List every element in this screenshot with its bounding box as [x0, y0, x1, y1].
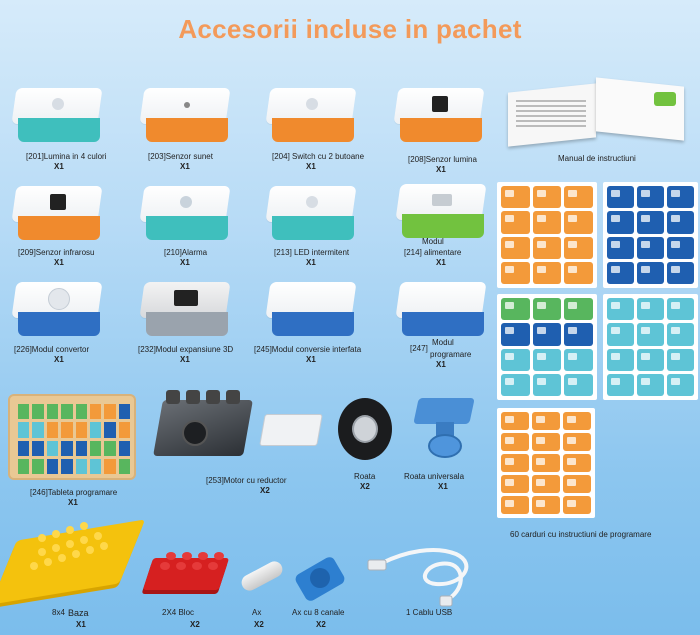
gear-axle-qty: X2 [316, 620, 326, 629]
gear-axle-label: Ax cu 8 canale [292, 608, 345, 617]
module-232-image [139, 282, 231, 338]
axle-qty: X2 [254, 620, 264, 629]
module-214-qty: X1 [436, 258, 446, 267]
gear-axle-image [293, 555, 347, 603]
module-209-qty: X1 [54, 258, 64, 267]
module-214-label-a: Modul [422, 237, 444, 246]
module-209-label: [209]Senzor infrarosu [18, 248, 95, 257]
cards-orange-grid [497, 182, 597, 288]
module-247-image [395, 282, 487, 338]
wheel-qty: X2 [360, 482, 370, 491]
module-247-label-a: Modul [432, 338, 454, 347]
module-213-label: [213] LED intermitent [274, 248, 350, 257]
axle-label: Ax [252, 608, 262, 617]
module-232-label: [232]Modul expansiune 3D [138, 345, 234, 354]
base-label: Baza [68, 608, 89, 618]
module-210-label: [210]Alarma [164, 248, 208, 257]
universal-wheel-qty: X1 [438, 482, 448, 491]
module-204-image [265, 88, 357, 144]
cards-blue-grid [603, 182, 698, 288]
module-209-image [11, 186, 103, 242]
page-title: Accesorii incluse in pachet [178, 14, 522, 44]
motor-label: [253]Motor cu reductor [206, 476, 287, 485]
motor-connector-image [259, 414, 323, 446]
module-213-qty: X1 [306, 258, 316, 267]
cards-cyan-grid [603, 294, 698, 400]
brick-label: 2X4 Bloc [162, 608, 195, 617]
wheel-image [338, 398, 392, 460]
cards-mixed-grid [497, 294, 597, 400]
module-201-label: [201]Lumina in 4 culori [26, 152, 107, 161]
manual-label: Manual de instructiuni [558, 154, 636, 163]
module-245-image [265, 282, 357, 338]
base-label-size: 8x4 [52, 608, 65, 617]
tablet-label: [246]Tableta programare [30, 488, 118, 497]
brick-image [142, 546, 232, 596]
usb-label: 1 Cablu USB [406, 608, 453, 617]
module-208-label: [208]Senzor lumina [408, 155, 477, 164]
universal-wheel-image [412, 394, 476, 460]
module-213-image [265, 186, 357, 242]
brick-qty: X2 [190, 620, 200, 629]
module-203-label: [203]Senzor sunet [148, 152, 213, 161]
usb-cable-image [367, 548, 469, 607]
module-214-image [395, 184, 487, 240]
module-201-qty: X1 [54, 162, 64, 171]
module-201-image [11, 88, 103, 144]
cards-and-grid [497, 408, 595, 518]
module-245-label: [245]Modul conversie interfata [254, 345, 362, 354]
module-208-qty: X1 [436, 165, 446, 174]
tablet-qty: X1 [68, 498, 78, 507]
module-226-label: [226]Modul convertor [14, 345, 90, 354]
wheel-label: Roata [354, 472, 376, 481]
module-247-qty: X1 [436, 360, 446, 369]
base-qty: X1 [76, 620, 86, 629]
module-210-qty: X1 [180, 258, 190, 267]
module-204-label: [204] Switch cu 2 butoane [272, 152, 365, 161]
universal-wheel-label: Roata universala [404, 472, 465, 481]
module-226-qty: X1 [54, 355, 64, 364]
programming-tablet-image [8, 394, 136, 480]
axle-image [238, 558, 286, 594]
module-204-qty: X1 [306, 162, 316, 171]
module-214-label-b: [214] alimentare [404, 248, 462, 257]
gear-motor-image [153, 386, 258, 462]
module-247-label-b: [247] [410, 344, 428, 353]
manual-image [508, 77, 684, 147]
module-203-image [139, 88, 231, 144]
module-247-label-c: programare [430, 350, 472, 359]
motor-qty: X2 [260, 486, 270, 495]
cards-label: 60 carduri cu instructiuni de programare [510, 530, 652, 539]
module-226-image [11, 282, 103, 338]
module-232-qty: X1 [180, 355, 190, 364]
module-203-qty: X1 [180, 162, 190, 171]
module-208-image [393, 88, 485, 144]
module-245-qty: X1 [306, 355, 316, 364]
base-plate-image [0, 519, 146, 605]
module-210-image [139, 186, 231, 242]
